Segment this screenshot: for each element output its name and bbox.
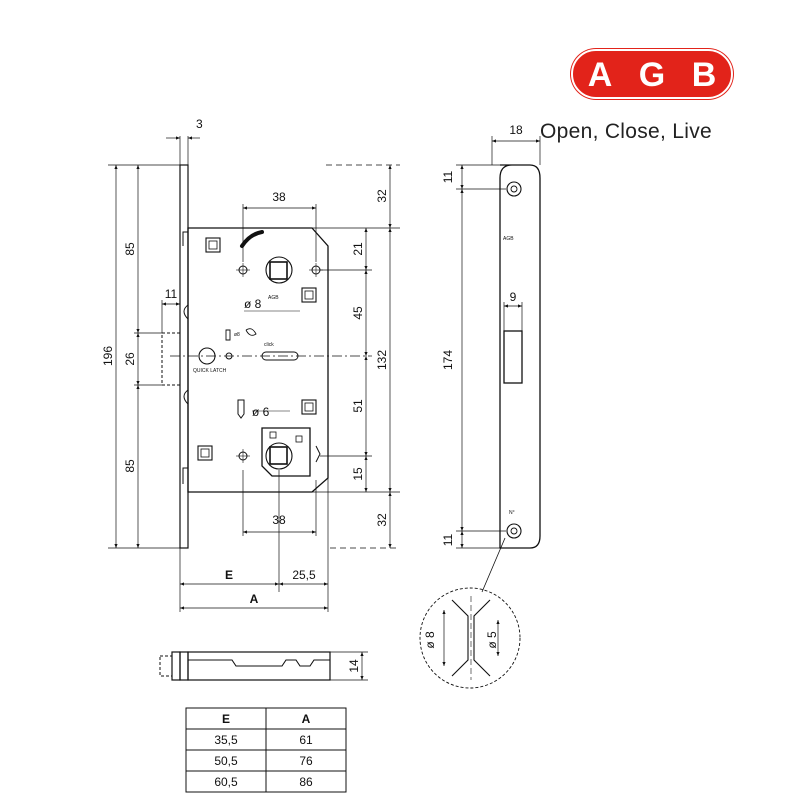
table-cell: 35,5 [214,733,238,747]
table-cell: 50,5 [214,754,238,768]
faceplate-outline [499,164,541,549]
latch-slot [503,330,523,384]
dim-38-top: 38 [272,190,286,204]
latch-bolt [161,332,181,386]
logo-badge [570,48,734,100]
side-brand-mark: AGB [503,236,514,242]
table-cell: 86 [299,775,313,789]
dim-15: 15 [351,467,365,481]
table-cell: 61 [299,733,313,747]
table-cell: 60,5 [214,775,238,789]
agb-logo: A G B [570,48,734,100]
detail-circle [419,587,521,689]
dim-e: E [225,568,233,582]
dim-174: 174 [441,350,455,370]
dim-11-bottom-side: 11 [441,533,455,546]
dim-45: 45 [351,306,365,320]
faceplate [179,164,189,549]
dim-38-bottom: 38 [272,513,286,527]
dim-dia-6-front: ø 6 [252,405,270,419]
dim-dia-8-detail: ø 8 [423,631,437,649]
dim-85-upper: 85 [123,242,137,256]
table-header-e: E [222,712,230,726]
table-header-a: A [302,712,311,726]
dim-11-latch: 11 [165,287,178,301]
dim-196: 196 [101,346,115,366]
countersink-detail [419,537,521,689]
dim-132: 132 [375,350,389,370]
size-table [185,707,347,793]
small-dia-label: ø8 [234,332,240,338]
dim-18: 18 [509,123,523,137]
quick-latch-label: QUICK LATCH [193,368,227,374]
dim-25-5: 25,5 [292,568,316,582]
click-label: click [264,342,274,348]
dim-dia-5-detail: ø 5 [485,631,499,649]
dim-32-bottom: 32 [375,513,389,527]
dim-21: 21 [351,242,365,256]
latch-top-view [159,651,368,681]
dim-51: 51 [351,399,365,413]
logo-letter-a: A [588,56,613,94]
dim-a: A [250,592,259,606]
dim-plate-thickness: 3 [196,117,203,131]
dim-32-top: 32 [375,189,389,203]
table-cell: 76 [299,754,313,768]
side-n-mark: N° [509,510,515,516]
side-view [456,136,541,549]
dim-85-lower: 85 [123,459,137,473]
dim-9-slot: 9 [510,290,517,304]
logo-letter-g: G [639,56,665,94]
front-dimension-lines [108,136,400,612]
dim-11-top-side: 11 [441,170,455,183]
body-brand-mark: AGB [268,295,279,301]
dim-14: 14 [347,659,361,673]
dim-dia-8-front: ø 8 [244,297,262,311]
dim-26: 26 [123,352,137,366]
front-view [161,164,370,549]
logo-letter-b: B [692,56,717,94]
brand-tagline: Open, Close, Live [540,120,712,143]
